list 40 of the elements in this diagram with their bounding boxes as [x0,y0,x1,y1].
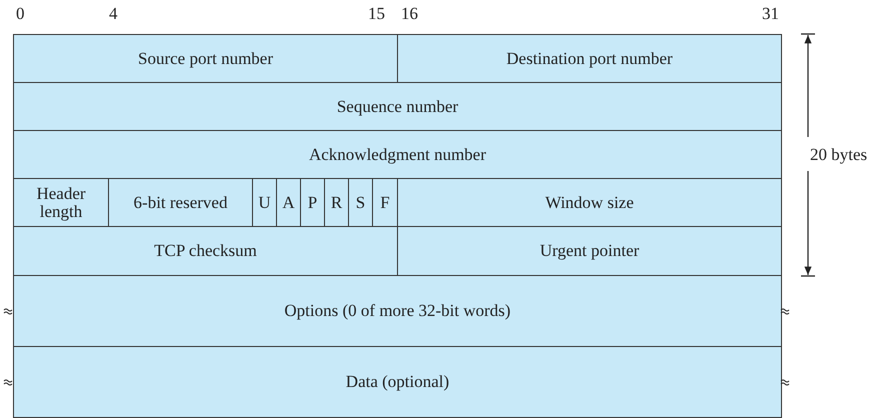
header-field [13,34,398,83]
dimension-label: 20 bytes [810,145,868,165]
field-label: U [257,194,272,212]
field-label: Data (optional) [344,373,450,391]
header-field [13,226,398,276]
header-field [13,82,782,131]
header-field [252,178,277,227]
bit-number: 31 [762,4,779,24]
field-label: Destination port number [505,50,674,68]
header-field [13,346,782,418]
header-field [13,178,109,227]
bit-number: 16 [401,4,418,24]
field-label: TCP checksum [153,242,258,260]
bit-number: 0 [16,4,24,24]
header-field [348,178,373,227]
field-label: A [281,194,296,212]
field-label: Acknowledgment number [308,146,488,164]
field-label: Options (0 of more 32-bit words) [283,302,512,320]
header-field [13,130,782,179]
header-field [397,178,782,227]
field-label: Header length [35,184,87,220]
header-field [276,178,301,227]
field-label: 6-bit reserved [132,194,228,212]
bit-number: 15 [368,4,385,24]
field-label: R [330,194,344,212]
header-field [300,178,325,227]
field-label: F [379,194,391,212]
header-field [372,178,398,227]
header-field [324,178,349,227]
header-field [108,178,253,227]
bit-number: 4 [109,4,118,24]
field-label: Source port number [136,50,274,68]
header-field [397,226,782,276]
field-label: Sequence number [336,98,460,116]
header-field [13,275,782,347]
field-label: Urgent pointer [538,242,640,260]
header-field [397,34,782,83]
field-label: P [306,194,318,212]
field-label: S [354,194,366,212]
field-label: Window size [544,194,635,212]
